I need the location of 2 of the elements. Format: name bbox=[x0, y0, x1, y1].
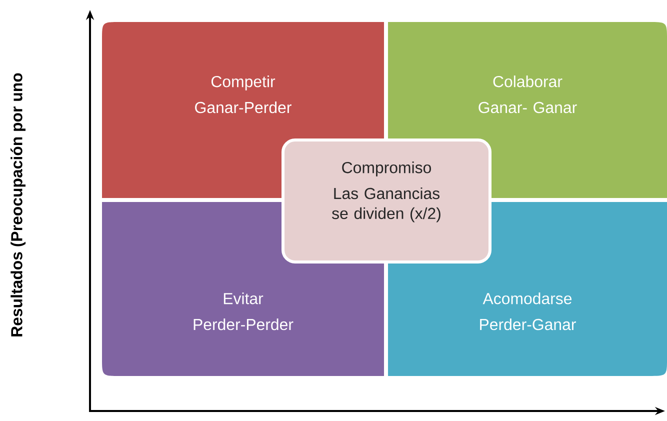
quadrant-box: Compromiso Las Ganancias se dividen (x/2) bbox=[282, 138, 492, 264]
axis-label: Resultados (Preocupación por uno bbox=[10, 73, 26, 336]
